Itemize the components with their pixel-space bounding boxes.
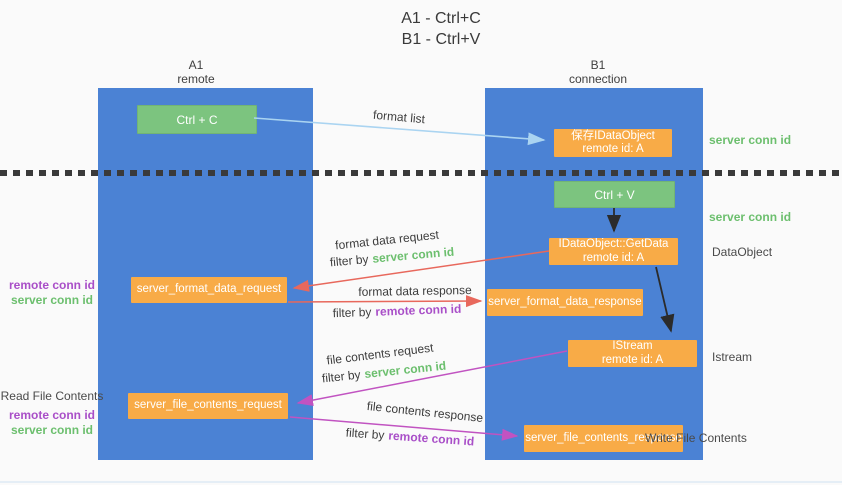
node-getdata-line1: IDataObject::GetData — [558, 238, 669, 250]
node-save-idataobject: 保存IDataObject remote id: A — [554, 129, 672, 157]
right-label-server-conn-id-top: server conn id — [709, 133, 792, 147]
node-server-file-contents-request: server_file_contents_request — [128, 393, 288, 419]
node-getdata-line2: remote id: A — [582, 251, 645, 264]
node-istream: IStream remote id: A — [568, 340, 697, 367]
node-ctrl-c-label: Ctrl + C — [176, 112, 218, 127]
node-server-format-data-request: server_format_data_request — [131, 277, 287, 303]
title-line-b1: B1 - Ctrl+V — [401, 31, 481, 48]
node-save-idataobject-line1: 保存IDataObject — [571, 129, 655, 142]
node-save-idataobject-line2: remote id: A — [582, 143, 644, 155]
bottom-edge-line — [0, 481, 842, 483]
right-label-write-file-contents: Write File Contents — [645, 431, 747, 445]
server-conn-id-text: server conn id — [363, 358, 447, 382]
server-conn-id-text: server conn id — [371, 244, 455, 266]
lane-b1-subtitle: connection — [568, 72, 628, 86]
node-idataobject-getdata: IDataObject::GetData remote id: A — [549, 238, 678, 265]
node-ctrl-v: Ctrl + V — [554, 181, 675, 208]
left-label-server-conn-id-bottom: server conn id — [10, 423, 94, 437]
node-file-request-label: server_file_contents_request — [134, 399, 282, 412]
remote-conn-id-text: remote conn id — [375, 301, 462, 319]
label-format-data-response: format data response — [358, 283, 472, 299]
node-format-response-label: server_format_data_response — [488, 295, 642, 308]
node-istream-line2: remote id: A — [601, 353, 664, 366]
left-label-group-format: remote conn id server conn id — [0, 278, 104, 308]
filter-by-text: filter by — [332, 304, 372, 321]
node-format-request-label: server_format_data_request — [136, 283, 282, 296]
right-label-istream: Istream — [712, 350, 753, 364]
label-format-list: format list — [372, 107, 426, 127]
lane-header-a1: A1 remote — [146, 58, 246, 86]
lane-header-b1: B1 connection — [548, 58, 648, 86]
diagram-title: A1 - Ctrl+C B1 - Ctrl+V — [341, 8, 541, 50]
left-label-remote-conn-id-bottom: remote conn id — [8, 408, 95, 422]
remote-conn-id-text: remote conn id — [387, 428, 475, 449]
left-label-remote-conn-id-top: remote conn id — [8, 278, 95, 292]
lane-a1-title: A1 — [188, 58, 204, 72]
node-istream-line1: IStream — [612, 340, 653, 352]
label-file-contents-response: file contents response — [366, 398, 484, 426]
left-label-group-file: Read File Contents remote conn id server… — [0, 389, 104, 438]
divider-dotted-line — [0, 170, 842, 176]
left-label-read-file-contents: Read File Contents — [0, 389, 104, 403]
node-ctrl-c: Ctrl + C — [137, 105, 257, 134]
lane-b1-title: B1 — [590, 58, 606, 72]
left-label-server-conn-id-top: server conn id — [10, 293, 94, 307]
right-label-dataobject: DataObject — [712, 245, 773, 259]
title-line-a1: A1 - Ctrl+C — [401, 10, 481, 27]
node-server-format-data-response: server_format_data_response — [487, 289, 643, 316]
filter-by-text: filter by — [321, 367, 362, 386]
right-label-server-conn-id-mid: server conn id — [709, 210, 792, 224]
filter-by-text: filter by — [329, 252, 370, 270]
lane-a1-subtitle: remote — [177, 72, 215, 86]
node-file-response-label: server_file_contents_response — [525, 431, 682, 444]
node-ctrl-v-label: Ctrl + V — [594, 187, 635, 202]
node-server-file-contents-response: server_file_contents_response — [524, 425, 683, 452]
filter-by-text: filter by — [345, 425, 385, 443]
